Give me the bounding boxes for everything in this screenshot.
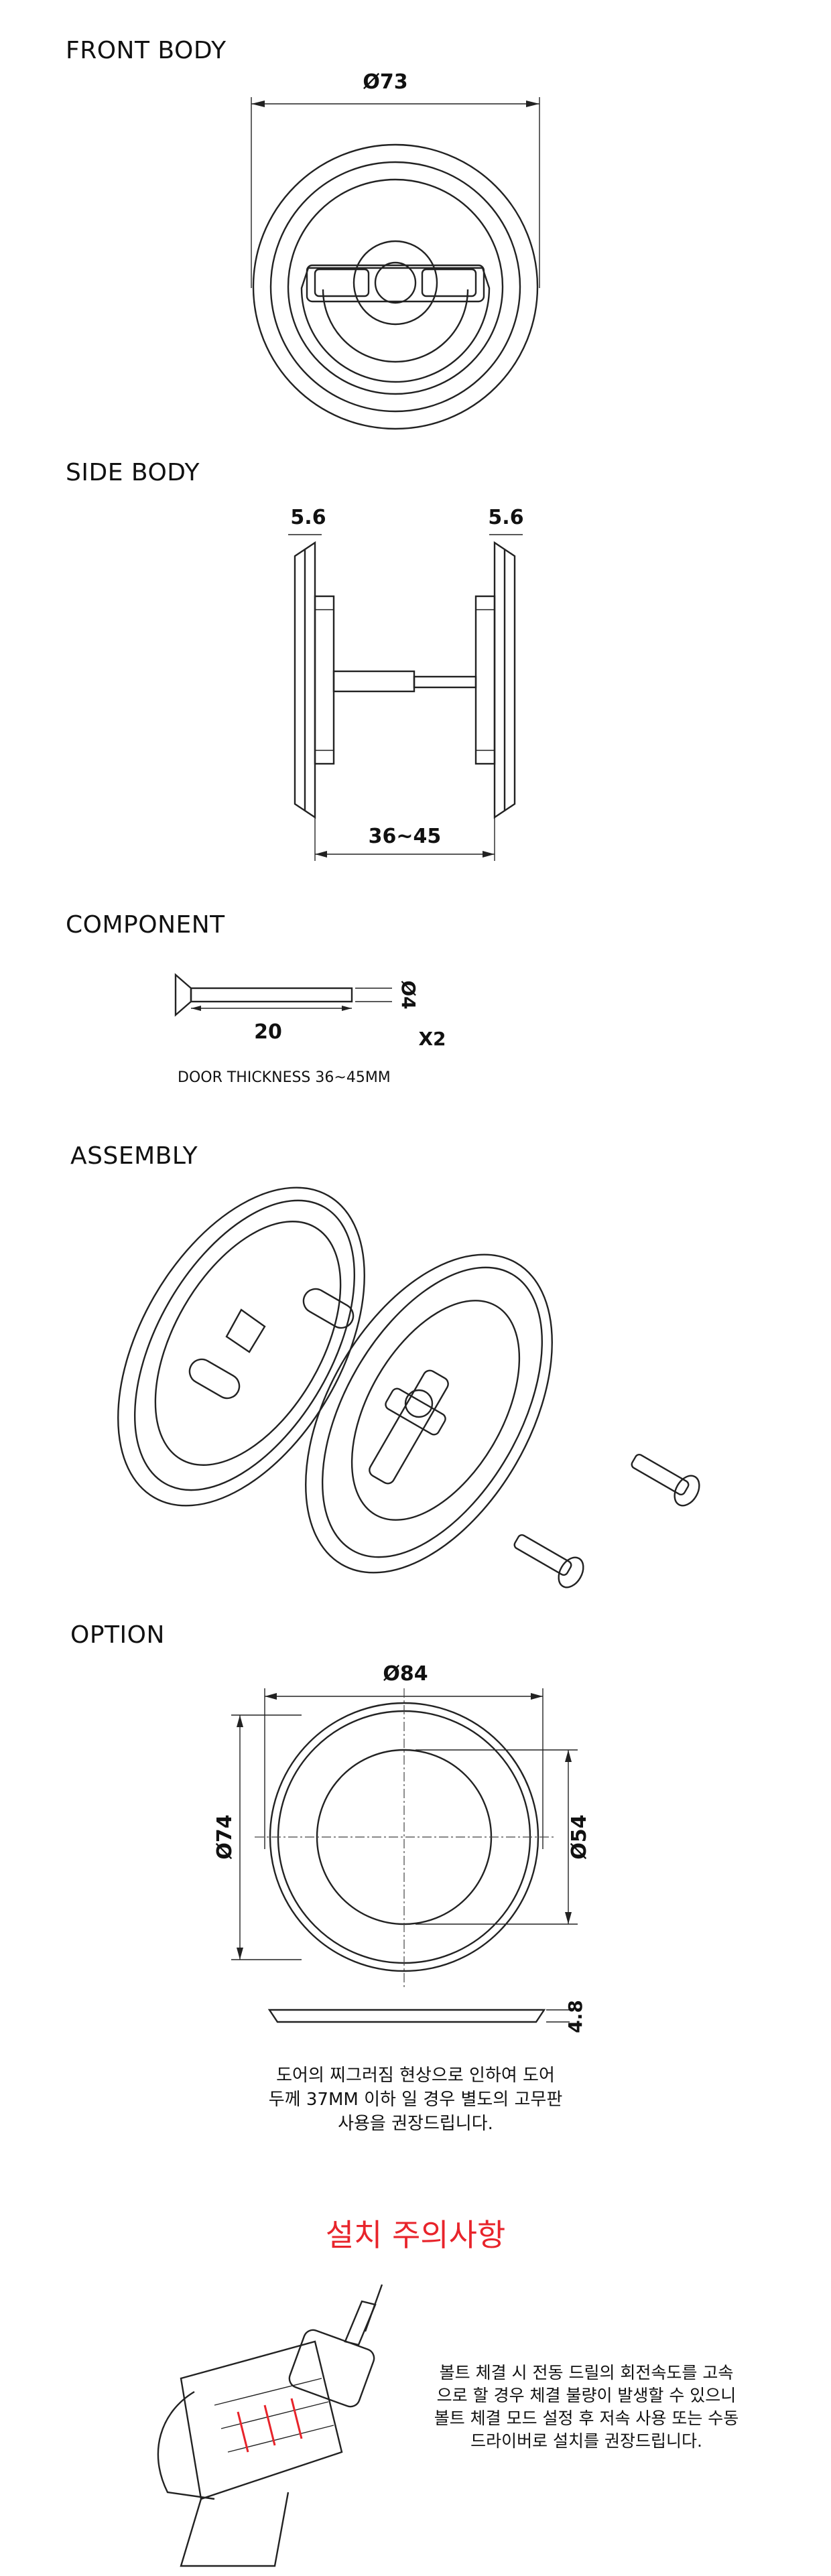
front-dia-label: Ø73 (363, 70, 407, 94)
component-title: COMPONENT (66, 911, 225, 939)
front-body-drawing: Ø73 (251, 70, 540, 430)
side-body-title: SIDE BODY (66, 459, 200, 486)
caution-title: 설치 주의사항 (325, 2217, 506, 2253)
option-note-line-3: 사용을 권장드립니다. (338, 2114, 493, 2134)
side-body-drawing: 5.6 5.6 36~45 (288, 506, 524, 861)
component-dia: Ø4 (397, 980, 420, 1009)
option-thickness: 4.8 (564, 2000, 586, 2033)
option-note-line-2: 두께 37MM 이하 일 경우 별도의 고무판 (268, 2090, 563, 2110)
caution-text: 볼트 체결 시 전동 드릴의 회전속도를 고속 으로 할 경우 체결 불량이 발… (399, 2362, 774, 2453)
component-length: 20 (254, 1020, 282, 1044)
assembly-title: ASSEMBLY (70, 1142, 198, 1170)
side-door-range: 36~45 (369, 825, 442, 848)
caution-line-2: 으로 할 경우 체결 불량이 발생할 수 있으니 (436, 2386, 737, 2405)
option-title: OPTION (70, 1621, 165, 1649)
component-drawing: 20 Ø4 X2 (174, 973, 446, 1050)
caution-line-3: 볼트 체결 모드 설정 후 저속 사용 또는 수동 (434, 2409, 739, 2428)
option-outer-dia: Ø84 (383, 1662, 428, 1686)
component-note: DOOR THICKNESS 36~45MM (178, 1069, 391, 1086)
side-left-thickness: 5.6 (290, 506, 326, 529)
side-right-thickness: 5.6 (488, 506, 523, 529)
option-drawing: Ø84 Ø74 Ø54 4.8 (213, 1662, 591, 2033)
caution-line-4: 드라이버로 설치를 권장드립니다. (470, 2431, 702, 2451)
option-note-line-1: 도어의 찌그러짐 현상으로 인하여 도어 (276, 2065, 555, 2086)
assembly-drawing (117, 1187, 700, 1588)
option-inner-dia: Ø54 (568, 1814, 591, 1859)
front-body-title: FRONT BODY (66, 37, 227, 64)
drill-illustration (157, 2284, 383, 2567)
component-qty: X2 (418, 1028, 446, 1050)
option-note: 도어의 찌그러짐 현상으로 인하여 도어 두께 37MM 이하 일 경우 별도의… (241, 2063, 590, 2136)
caution-line-1: 볼트 체결 시 전동 드릴의 회전속도를 고속 (439, 2363, 734, 2382)
option-height-dia: Ø74 (213, 1814, 237, 1859)
